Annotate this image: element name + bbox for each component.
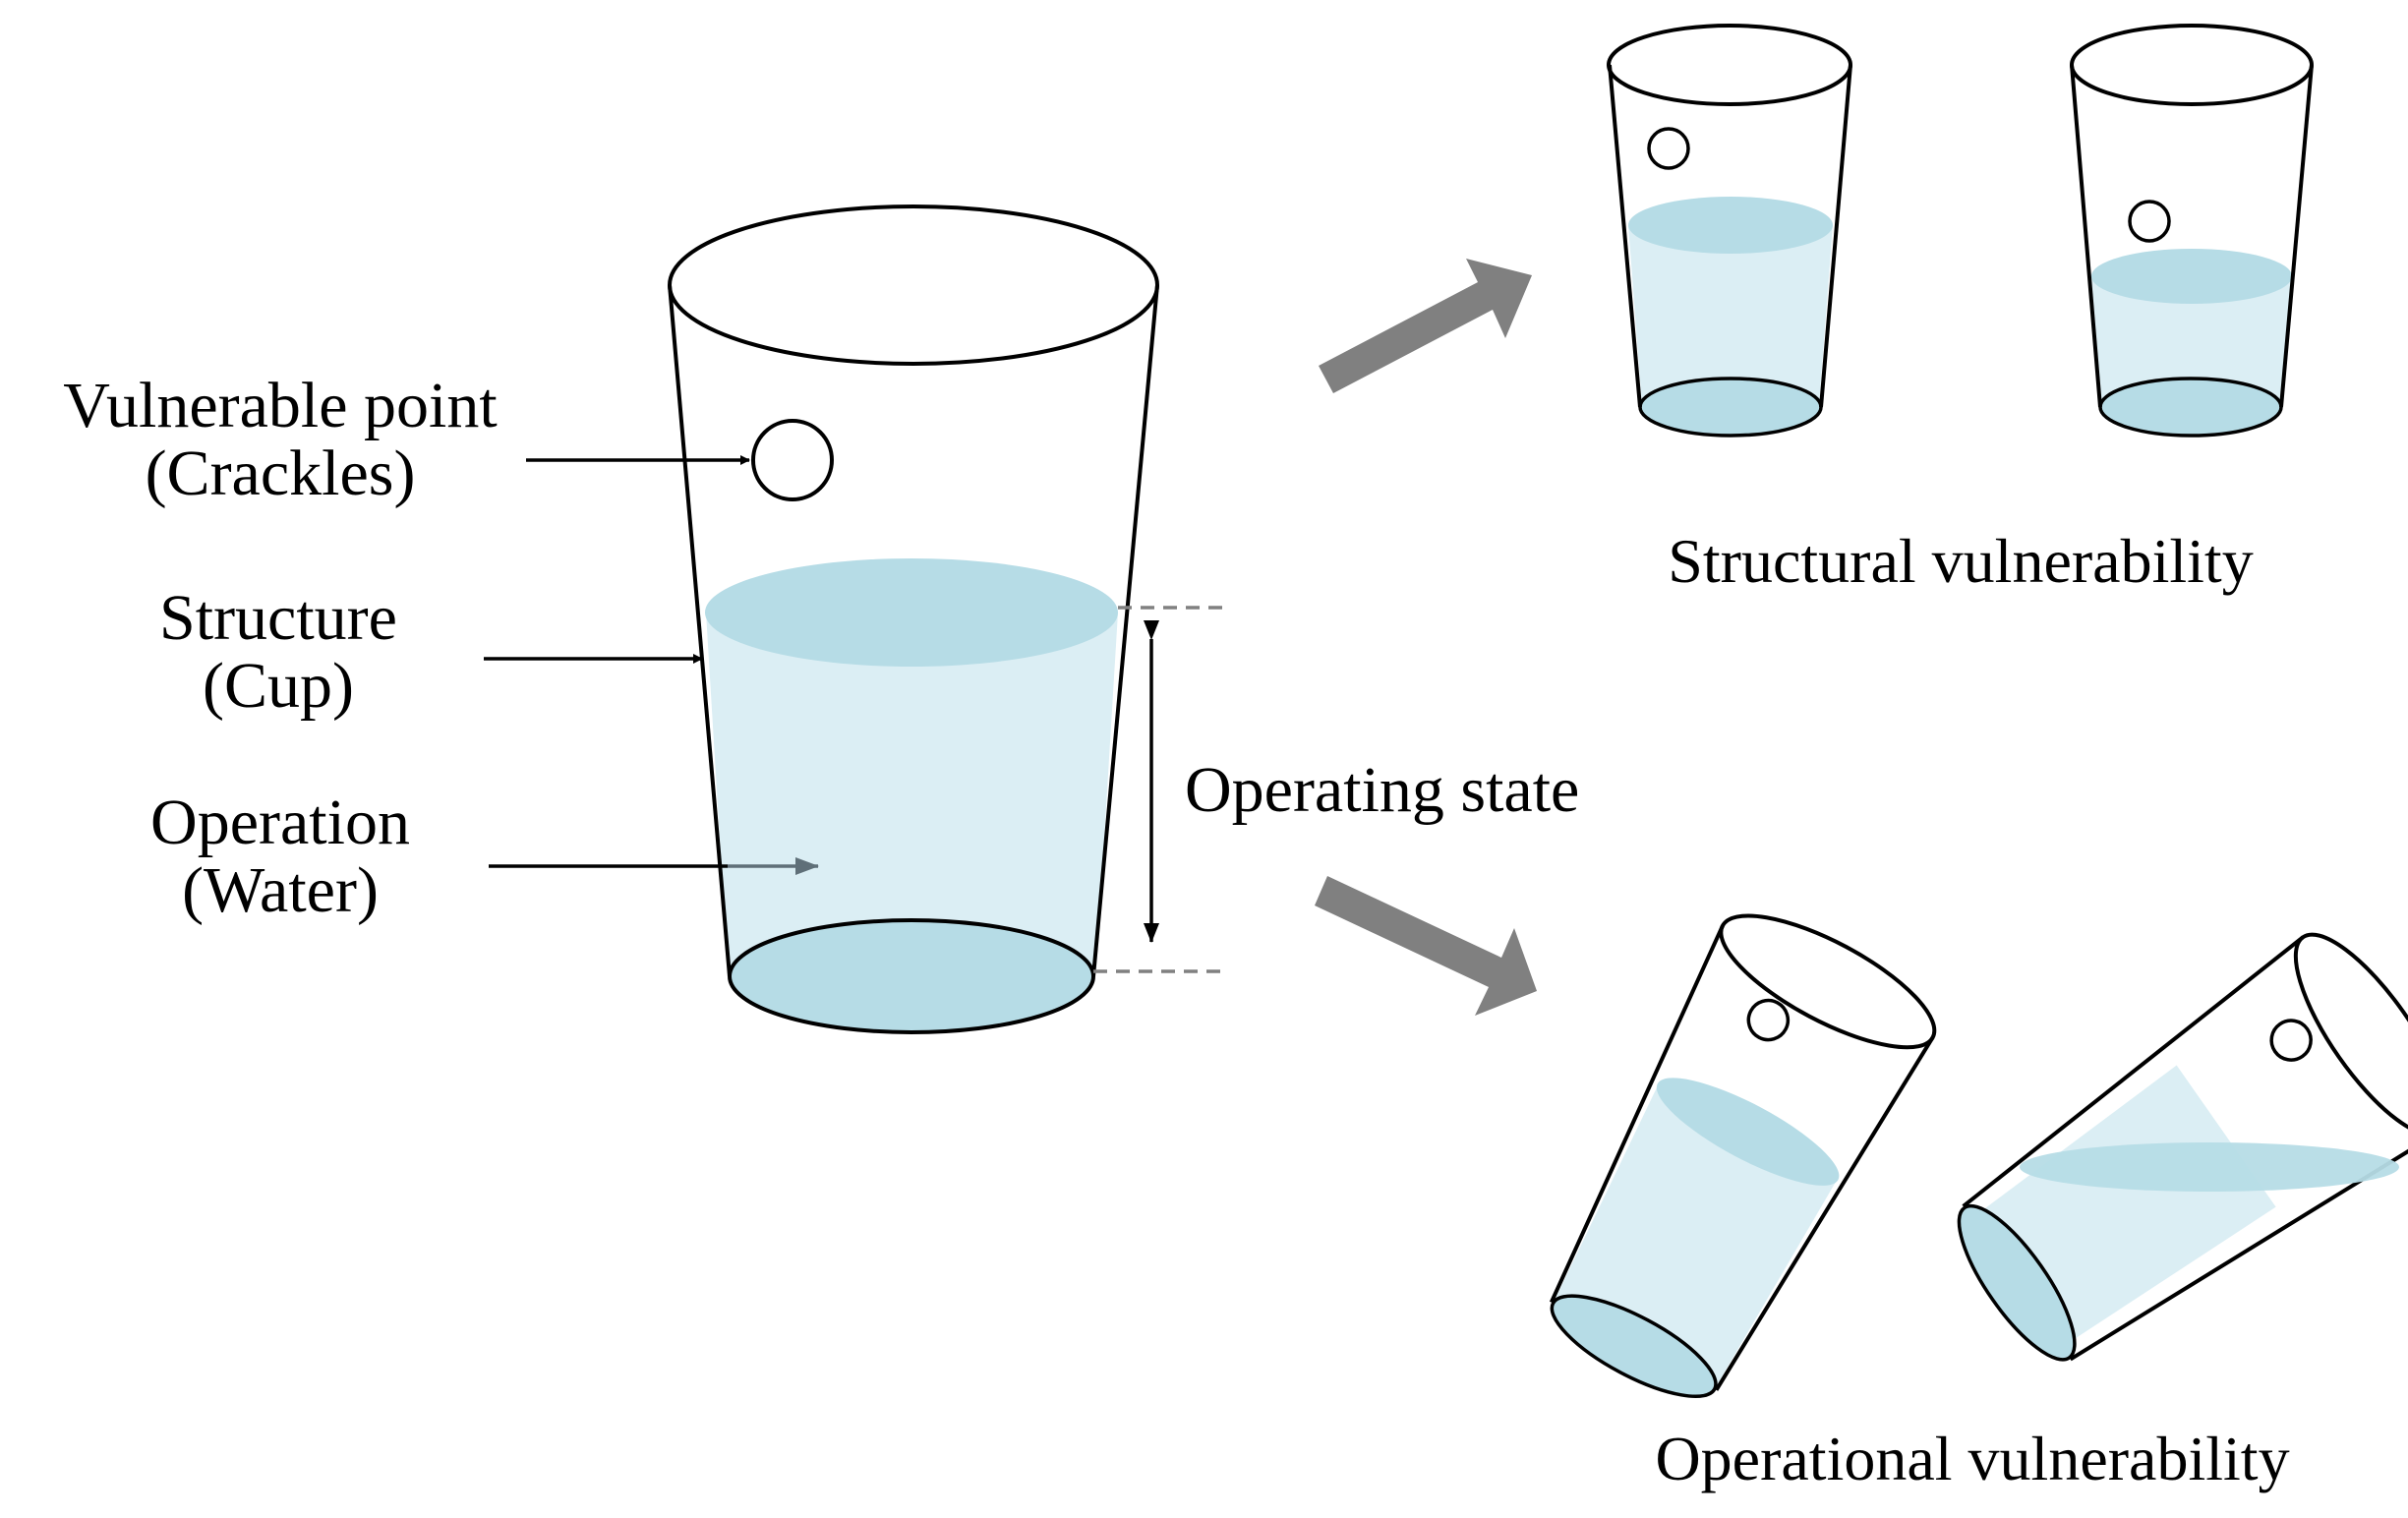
main-cup-rim	[668, 204, 1159, 366]
operational-direction-arrow	[1315, 876, 1537, 1016]
structural-cup-2	[2070, 24, 2314, 438]
structure-sublabel: (Cup)	[203, 650, 354, 722]
main-cup-water-surface	[705, 558, 1118, 667]
operational-cup-2-water-surface	[2020, 1142, 2399, 1192]
operational-cup-1	[1549, 913, 1937, 1399]
structural-vulnerability-label: Structural vulnerability	[1668, 526, 2253, 596]
main-cup	[668, 204, 1159, 1034]
operational-cup-1-vulnerable-point-icon	[1746, 998, 1791, 1042]
operation-label: Operation	[150, 787, 410, 858]
main-cup-bottom	[728, 918, 1095, 1034]
operating-state-label: Operating state	[1185, 754, 1579, 826]
main-cup-right-wall	[1091, 284, 1159, 977]
operational-cup-2	[1957, 932, 2408, 1362]
vulnerable-point-label: Vulnerable point	[63, 370, 497, 441]
structural-cup-1-vulnerable-point-icon	[1647, 127, 1690, 170]
vulnerable-point-sublabel: (Crackles)	[146, 438, 416, 509]
vulnerable-point-icon	[751, 419, 834, 501]
main-cup-water	[706, 613, 1118, 968]
operational-vulnerability-label: Operational vulnerability	[1655, 1424, 2289, 1493]
operation-sublabel: (Water)	[182, 854, 379, 926]
operational-cup-2-vulnerable-point-icon	[2269, 1019, 2313, 1062]
structural-cup-2-vulnerable-point-icon	[2128, 200, 2171, 243]
main-cup-left-wall	[668, 284, 732, 977]
structural-cup-1	[1607, 24, 1852, 438]
structural-direction-arrow	[1319, 259, 1532, 393]
structure-label: Structure	[159, 582, 397, 654]
